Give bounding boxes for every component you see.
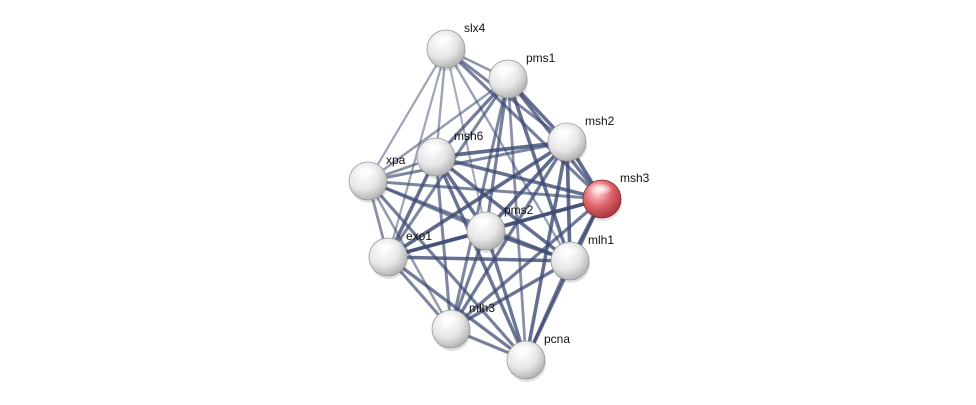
node-msh3[interactable]: msh3 xyxy=(582,171,650,221)
node-label-mlh1: mlh1 xyxy=(588,233,614,247)
node-pms2[interactable]: pms2 xyxy=(466,203,534,253)
node-highlight xyxy=(589,183,613,195)
node-highlight xyxy=(557,245,581,257)
node-highlight xyxy=(433,33,457,45)
edge-xpa-mlh3[interactable] xyxy=(366,179,453,331)
node-highlight xyxy=(355,165,379,177)
node-msh6[interactable]: msh6 xyxy=(416,129,484,179)
edge-slx4-xpa[interactable] xyxy=(366,47,448,183)
node-label-mlh3: mlh3 xyxy=(469,301,495,315)
edge-xpa-pcna[interactable] xyxy=(366,179,528,362)
node-label-exo1: exo1 xyxy=(406,229,432,243)
node-label-slx4: slx4 xyxy=(464,21,486,35)
node-slx4[interactable]: slx4 xyxy=(426,21,486,71)
edge-slx4-exo1[interactable] xyxy=(386,47,448,259)
edge-msh3-mlh3[interactable] xyxy=(449,197,604,331)
edge-xpa-msh3[interactable] xyxy=(366,179,604,201)
node-label-msh2: msh2 xyxy=(585,114,615,128)
edge-exo1-mlh1[interactable] xyxy=(386,255,572,263)
edge-pms1-xpa[interactable] xyxy=(366,77,510,183)
node-label-pms1: pms1 xyxy=(526,51,556,65)
node-msh2[interactable]: msh2 xyxy=(547,114,615,164)
node-highlight xyxy=(375,241,399,253)
node-highlight xyxy=(438,313,462,325)
edge-msh6-msh3[interactable] xyxy=(434,155,604,201)
node-pms1[interactable]: pms1 xyxy=(488,51,556,101)
node-label-pcna: pcna xyxy=(544,332,570,346)
edge-msh2-msh6[interactable] xyxy=(434,140,569,159)
edge-mlh1-mlh3[interactable] xyxy=(449,259,572,331)
node-label-pms2: pms2 xyxy=(504,203,534,217)
node-highlight xyxy=(423,141,447,153)
node-label-xpa: xpa xyxy=(386,153,406,167)
node-mlh3[interactable]: mlh3 xyxy=(431,301,495,351)
node-exo1[interactable]: exo1 xyxy=(368,229,432,279)
node-highlight xyxy=(513,344,537,356)
edge-pms1-mlh1[interactable] xyxy=(506,77,572,263)
edge-pms1-mlh3[interactable] xyxy=(449,77,510,331)
node-mlh1[interactable]: mlh1 xyxy=(550,233,614,283)
node-xpa[interactable]: xpa xyxy=(348,153,406,203)
node-highlight xyxy=(554,126,578,138)
edge-msh2-mlh1[interactable] xyxy=(565,140,572,263)
node-label-msh6: msh6 xyxy=(454,129,484,143)
edge-msh2-pms2[interactable] xyxy=(484,140,569,233)
edge-exo1-pcna[interactable] xyxy=(386,255,528,362)
nodes-layer: slx4 pms1 msh2 msh6 xpa msh3 pms2 exo1 mlh1 mlh3 p… xyxy=(348,21,650,382)
node-highlight xyxy=(495,63,519,75)
edge-pms2-pcna[interactable] xyxy=(484,229,528,362)
edge-msh2-xpa[interactable] xyxy=(366,140,569,183)
node-highlight xyxy=(473,215,497,227)
node-label-msh3: msh3 xyxy=(620,171,650,185)
node-pcna[interactable]: pcna xyxy=(506,332,570,382)
